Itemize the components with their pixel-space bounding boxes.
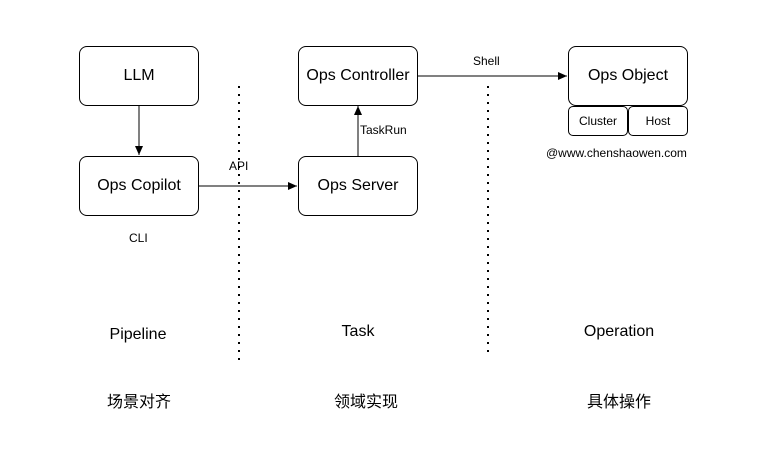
- node-llm-label: LLM: [123, 67, 155, 84]
- column-subtitle-pipeline: 场景对齐: [106, 392, 172, 411]
- column-subtitle-operation: 具体操作: [586, 392, 652, 411]
- column-title-task: Task: [341, 323, 375, 340]
- node-ops-controller: Ops Controller: [298, 46, 418, 106]
- node-ops-copilot: Ops Copilot: [79, 156, 199, 216]
- node-ops-server-label: Ops Server: [317, 177, 399, 194]
- edge-label-cli: CLI: [129, 231, 148, 245]
- node-ops-controller-label: Ops Controller: [306, 67, 410, 84]
- node-llm: LLM: [79, 46, 199, 106]
- column-subtitle-task: 领域实现: [333, 392, 399, 411]
- node-host-label: Host: [645, 114, 671, 128]
- node-cluster-label: Cluster: [578, 114, 617, 128]
- node-ops-object-label: Ops Object: [587, 67, 669, 84]
- watermark: @www.chenshaowen.com: [546, 146, 687, 160]
- edge-label-shell: Shell: [473, 54, 500, 68]
- node-ops-server: Ops Server: [298, 156, 418, 216]
- node-cluster: Cluster: [568, 106, 628, 136]
- edge-label-taskrun: TaskRun: [360, 123, 407, 137]
- node-ops-copilot-label: Ops Copilot: [97, 177, 181, 194]
- column-title-pipeline: Pipeline: [109, 326, 167, 343]
- node-host: Host: [628, 106, 688, 136]
- edge-label-api: API: [229, 159, 249, 173]
- node-ops-object: Ops Object: [568, 46, 688, 106]
- column-title-operation: Operation: [583, 323, 655, 340]
